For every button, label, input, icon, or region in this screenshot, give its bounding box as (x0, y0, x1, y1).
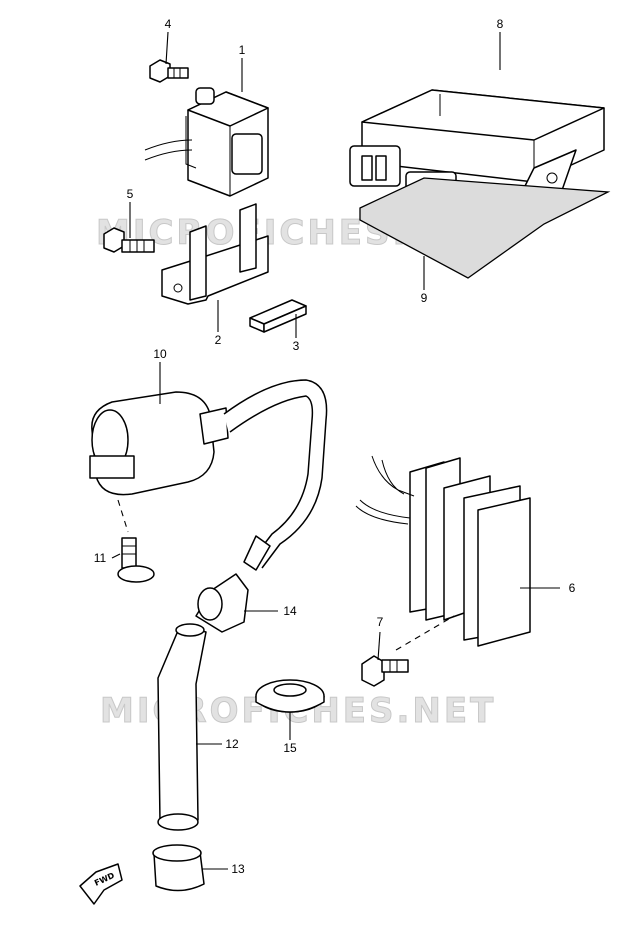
part-14-boot[interactable] (195, 573, 249, 633)
part-12-plug-cap[interactable] (157, 623, 207, 831)
callout-8: 8 (497, 17, 504, 31)
part-11-screw[interactable] (117, 499, 155, 583)
part-2-bracket[interactable] (161, 203, 269, 305)
part-1-relay[interactable] (144, 87, 269, 197)
callout-4: 4 (165, 17, 172, 31)
callout-15: 15 (283, 741, 297, 755)
callout-6: 6 (569, 581, 576, 595)
part-5-bolt[interactable] (103, 227, 155, 253)
callout-7: 7 (377, 615, 384, 629)
part-8-cdi-unit[interactable] (349, 89, 605, 219)
fwd-arrow-icon: FWD (79, 863, 123, 905)
part-3-cushion[interactable] (249, 299, 307, 333)
part-10-ignition-coil[interactable] (89, 379, 328, 571)
part-7-bolt[interactable] (361, 615, 455, 687)
callout-3: 3 (293, 339, 300, 353)
part-6-regulator-rectifier[interactable] (355, 455, 531, 647)
callout-1: 1 (239, 43, 246, 57)
part-13-cap[interactable] (152, 844, 205, 892)
part-9-pad[interactable] (359, 177, 611, 279)
leader-lines (111, 31, 560, 870)
callout-13: 13 (231, 862, 245, 876)
callout-5: 5 (127, 187, 134, 201)
part-4-bolt[interactable] (149, 59, 189, 83)
part-15-grommet[interactable] (255, 679, 325, 713)
callout-12: 12 (225, 737, 239, 751)
callout-11: 11 (94, 551, 107, 565)
callout-10: 10 (153, 347, 167, 361)
callout-2: 2 (215, 333, 222, 347)
callout-14: 14 (283, 604, 297, 618)
callout-9: 9 (421, 291, 428, 305)
